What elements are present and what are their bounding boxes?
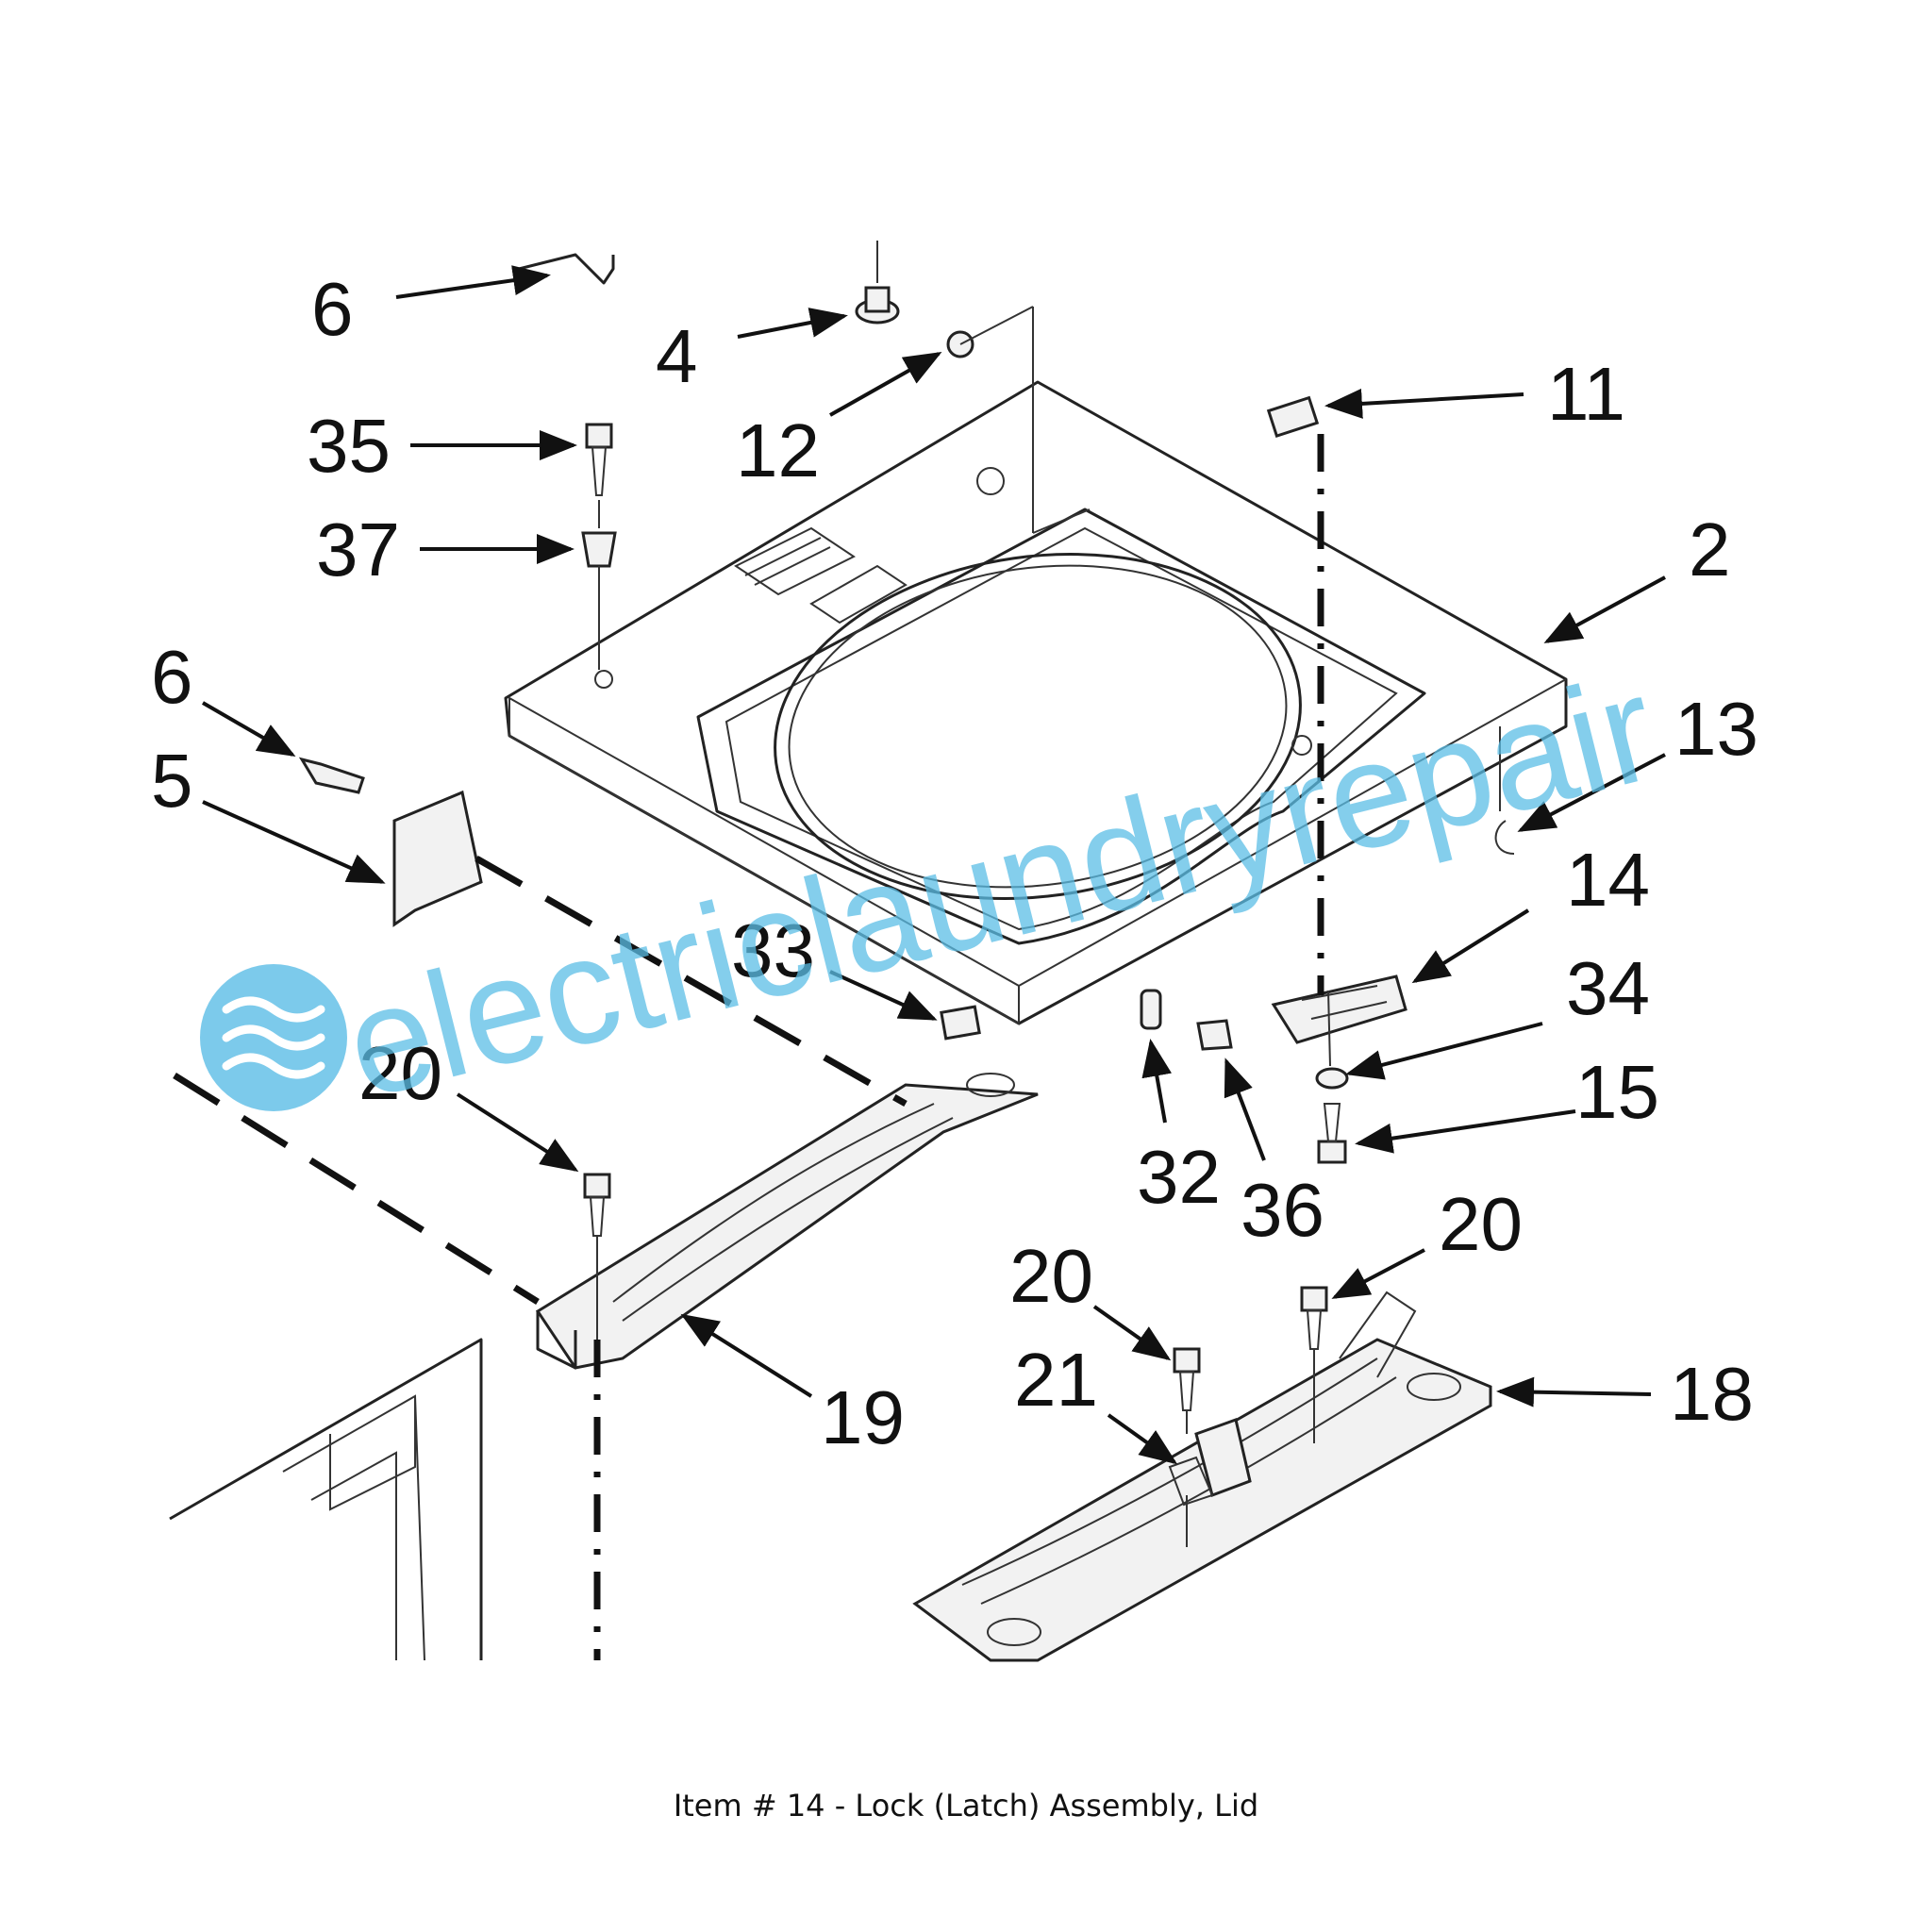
callout-32: 32 [1137,1135,1221,1219]
hardware-parts [298,241,1515,1507]
callout-33: 33 [731,908,815,992]
cabinet-side [169,1338,483,1661]
leader-arrows [201,265,1666,1465]
callout-15: 15 [1575,1050,1659,1134]
watermark-text: electriclaundryrepair [330,642,1671,1130]
callout-11: 11 [1547,352,1625,436]
callout-21: 21 [1014,1338,1098,1422]
callout-14: 14 [1566,838,1650,922]
callout-12: 12 [736,408,820,492]
callout-37: 37 [316,508,400,591]
callout-18: 18 [1670,1352,1754,1436]
callout-6: 6 [311,267,354,351]
assembly-guide-lines [173,306,1501,1660]
callout-20-front: 20 [358,1031,442,1115]
callout-35: 35 [307,404,391,488]
callout-26: 6 [151,635,193,719]
rear-brace [912,1291,1492,1662]
callout-20-rear-left: 20 [1009,1234,1093,1318]
callout-2: 2 [1689,508,1731,591]
callout-19: 19 [821,1375,905,1459]
callout-20-rear-right: 20 [1439,1182,1523,1266]
callout-25: 5 [151,739,193,823]
front-brace [535,1073,1039,1370]
callout-36: 36 [1241,1168,1324,1252]
callout-labels: 6 4 12 11 35 37 2 13 6 5 14 33 34 20 15 … [151,267,1758,1459]
callout-13: 13 [1674,687,1758,771]
wave-icon [222,996,325,1079]
item-caption: Item # 14 - Lock (Latch) Assembly, Lid [673,1788,1259,1824]
callout-34: 34 [1566,946,1650,1030]
callout-4: 4 [656,314,698,398]
top-panel [504,380,1568,1025]
